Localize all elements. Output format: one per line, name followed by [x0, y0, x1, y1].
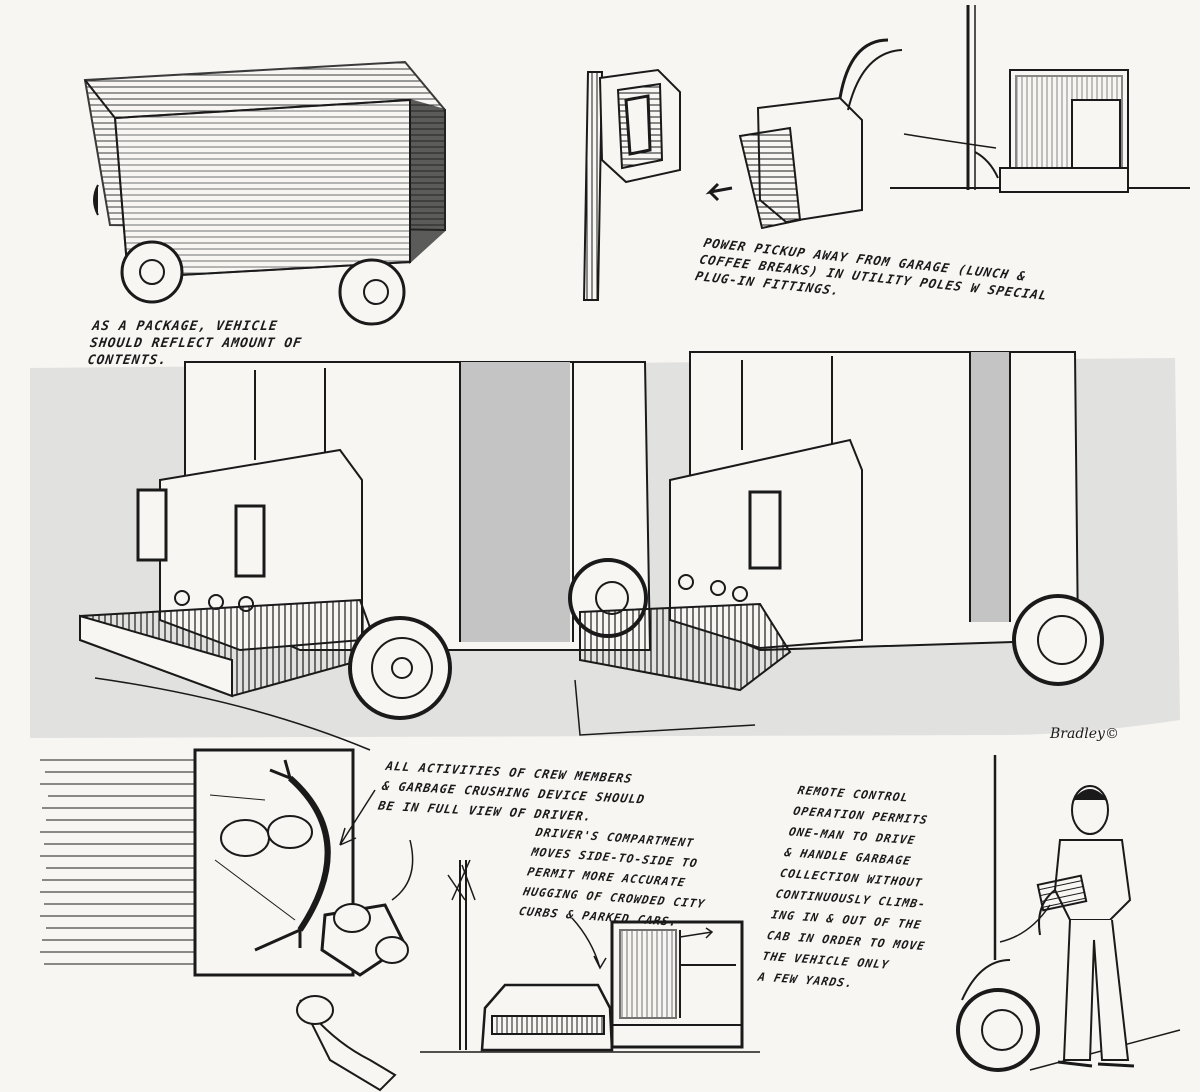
remote-operator-sketch	[956, 755, 1181, 1072]
package-vehicle-sketch	[83, 60, 446, 326]
artist-signature: Bradley©	[1050, 726, 1119, 742]
drivers-compartment-caption: DRIVER'S COMPARTMENT MOVES SIDE-TO-SIDE …	[517, 824, 707, 929]
power-pickup-sketch	[582, 5, 1190, 301]
side-to-side-cab-sketch	[420, 859, 760, 1053]
vehicle-package-caption: AS A PACKAGE, VEHICLE SHOULD REFLECT AMO…	[86, 319, 303, 368]
refuse-truck-left	[79, 361, 652, 751]
driver-view-plan-sketch	[40, 748, 414, 1092]
refuse-truck-right	[568, 351, 1104, 736]
